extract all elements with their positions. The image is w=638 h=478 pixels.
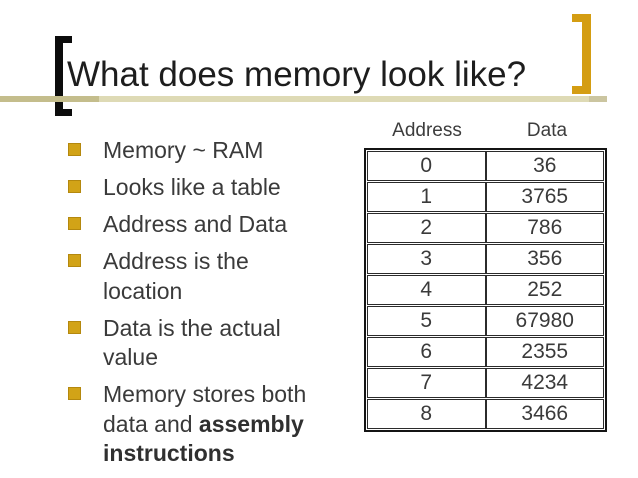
bullet-item: Memory ~ RAM xyxy=(62,136,324,166)
bullet-square-icon xyxy=(68,320,81,334)
bullet-square-icon xyxy=(68,143,81,156)
bullet-text-bold: assembly instructions xyxy=(103,410,304,467)
title-underline-end-segment xyxy=(589,96,607,102)
bullet-item: Address is the location xyxy=(62,247,324,306)
bullet-text: Looks like a table xyxy=(103,174,281,200)
data-cell: 36 xyxy=(485,151,604,181)
bullet-square-icon xyxy=(68,217,81,230)
data-cell: 356 xyxy=(485,244,604,274)
address-cell: 4 xyxy=(367,275,486,305)
title-underline-light-segment xyxy=(99,96,589,102)
address-cell: 2 xyxy=(367,213,486,243)
data-cell: 252 xyxy=(485,275,604,305)
table-column-header-data: Data xyxy=(526,120,568,141)
address-cell: 7 xyxy=(367,368,486,398)
data-cell: 4234 xyxy=(485,368,604,398)
bullet-text: Data is the actual value xyxy=(103,314,281,371)
bullet-item: Memory stores both data and assembly ins… xyxy=(62,380,324,469)
data-cell: 786 xyxy=(485,213,604,243)
address-cell: 0 xyxy=(367,151,486,181)
address-cell: 5 xyxy=(367,306,486,336)
address-cell: 3 xyxy=(367,244,486,274)
bullet-text: Address is the location xyxy=(103,248,249,304)
table-column-header-address: Address xyxy=(392,120,462,141)
bullet-item: Data is the actual value xyxy=(62,314,324,373)
title-right-bracket-decoration xyxy=(572,14,591,94)
bullet-square-icon xyxy=(68,387,81,400)
title-left-bracket-decoration xyxy=(55,36,72,116)
slide-title: What does memory look like? xyxy=(67,55,527,94)
bullet-square-icon xyxy=(68,254,81,267)
title-underline-dark-segment xyxy=(0,96,99,102)
address-cell: 1 xyxy=(367,182,486,212)
data-cell: 2355 xyxy=(485,337,604,367)
address-cell: 6 xyxy=(367,337,486,367)
address-cell: 8 xyxy=(367,399,486,429)
data-cell: 67980 xyxy=(485,306,604,336)
bullet-text: Memory stores both data and xyxy=(103,381,307,437)
bullet-text: Address and Data xyxy=(103,211,288,237)
bullet-square-icon xyxy=(68,180,81,193)
data-cell: 3765 xyxy=(485,182,604,212)
bullet-item: Address and Data xyxy=(62,210,324,240)
bullet-text: Memory ~ RAM xyxy=(103,137,264,163)
data-cell: 3466 xyxy=(485,399,604,429)
bullet-item: Looks like a table xyxy=(62,173,324,203)
